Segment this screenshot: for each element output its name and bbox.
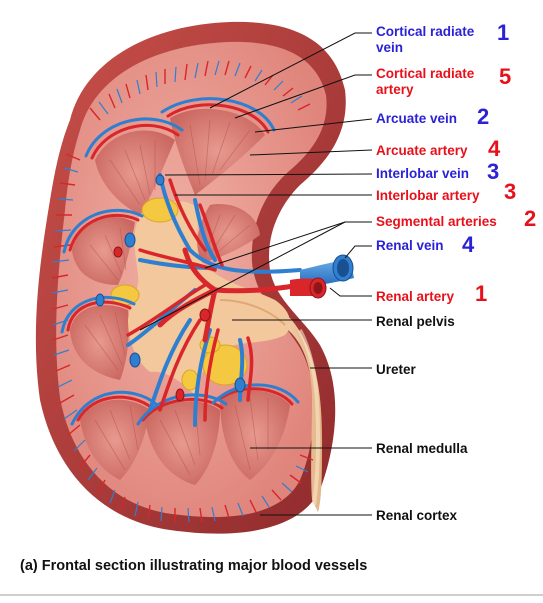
label-segmental-arteries: Segmental arteries <box>376 214 497 229</box>
label-cortical-radiate-artery-line1: Cortical radiate <box>376 66 475 81</box>
cortical-radiate-veins <box>51 60 309 523</box>
arcuate-arteries <box>66 103 294 422</box>
label-ureter: Ureter <box>376 362 416 377</box>
renal-pelvis-region <box>128 200 291 395</box>
bottom-divider <box>0 594 543 596</box>
number-segmental-arteries: 2 <box>524 206 537 231</box>
label-renal-vein: Renal vein <box>376 238 444 253</box>
label-renal-artery: Renal artery <box>376 289 455 304</box>
label-renal-cortex: Renal cortex <box>376 508 458 523</box>
ureter-tube <box>268 318 322 512</box>
label-interlobar-artery: Interlobar artery <box>376 188 480 203</box>
renal-artery-vessel <box>290 277 327 299</box>
cortical-radiate-arteries <box>51 60 314 523</box>
number-cortical-radiate-artery: 5 <box>499 64 512 89</box>
leader-lines <box>139 32 373 516</box>
vessel-cross-sections <box>95 174 246 402</box>
label-cortical-radiate-vein-line1: Cortical radiate <box>376 24 475 39</box>
label-cortical-radiate-artery-line2: artery <box>376 82 414 97</box>
number-renal-vein: 4 <box>462 232 475 257</box>
arcuate-veins <box>60 97 300 426</box>
number-arcuate-artery: 4 <box>488 136 501 161</box>
label-interlobar-vein: Interlobar vein <box>376 166 470 181</box>
number-cortical-radiate-vein: 1 <box>497 20 510 45</box>
label-arcuate-vein: Arcuate vein <box>376 111 458 126</box>
label-cortical-radiate-artery: Cortical radiate artery <box>376 66 474 98</box>
number-interlobar-artery: 3 <box>504 179 517 204</box>
label-cortical-radiate-vein-line2: vein <box>376 40 404 55</box>
number-renal-artery: 1 <box>475 281 488 306</box>
label-renal-pelvis: Renal pelvis <box>376 314 455 329</box>
interlobar-arteries <box>126 178 254 422</box>
label-arcuate-artery: Arcuate artery <box>376 143 468 158</box>
figure-caption: (a) Frontal section illustrating major b… <box>20 558 368 574</box>
number-interlobar-vein: 3 <box>487 159 500 184</box>
number-arcuate-vein: 2 <box>477 104 490 129</box>
label-cortical-radiate-vein: Cortical radiate vein <box>376 24 474 56</box>
label-renal-medulla: Renal medulla <box>376 441 468 456</box>
